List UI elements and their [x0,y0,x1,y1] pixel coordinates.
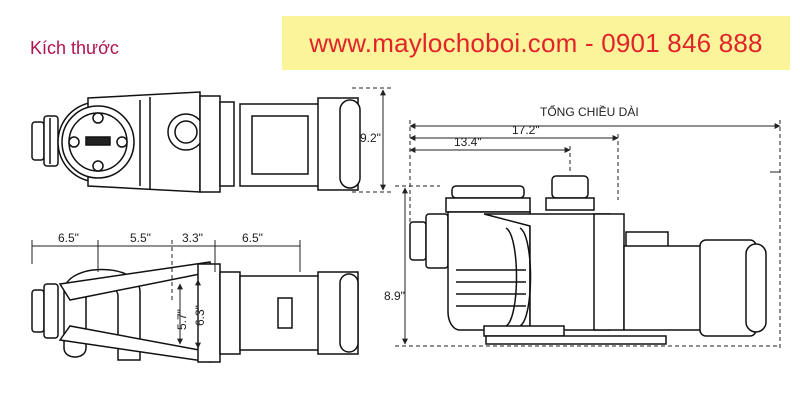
top-view-pump [31,91,361,193]
dim-side-height-label: 8.9" [384,289,405,303]
banner-text: www.maylochoboi.com - 0901 846 888 [309,28,763,58]
dim-width-3: 3.3" [182,231,203,245]
bottom-view-pump [31,261,359,363]
website-banner: www.maylochoboi.com - 0901 846 888 [282,16,790,70]
dim-inner-2: 6.3" [193,305,207,326]
dim-bottom-widths [31,240,301,300]
dim-inner-heights [177,279,201,349]
dim-width-1: 6.5" [58,231,79,245]
dim-inner-1: 5.7" [175,309,189,330]
dim-width-2: 5.5" [130,231,151,245]
dim-top-height-label: 9.2" [360,131,381,145]
dim-length-1: 17.2" [512,123,540,137]
dim-top-height [352,87,392,193]
dim-side-height [395,185,780,347]
dim-width-4: 6.5" [242,231,263,245]
dim-length-2: 13.4" [454,135,482,149]
total-length-label: TỔNG CHIỀU DÀI [540,104,639,119]
page-title: Kích thước [30,38,119,58]
side-view-pump [409,175,767,345]
dim-side-lengths [409,120,781,350]
